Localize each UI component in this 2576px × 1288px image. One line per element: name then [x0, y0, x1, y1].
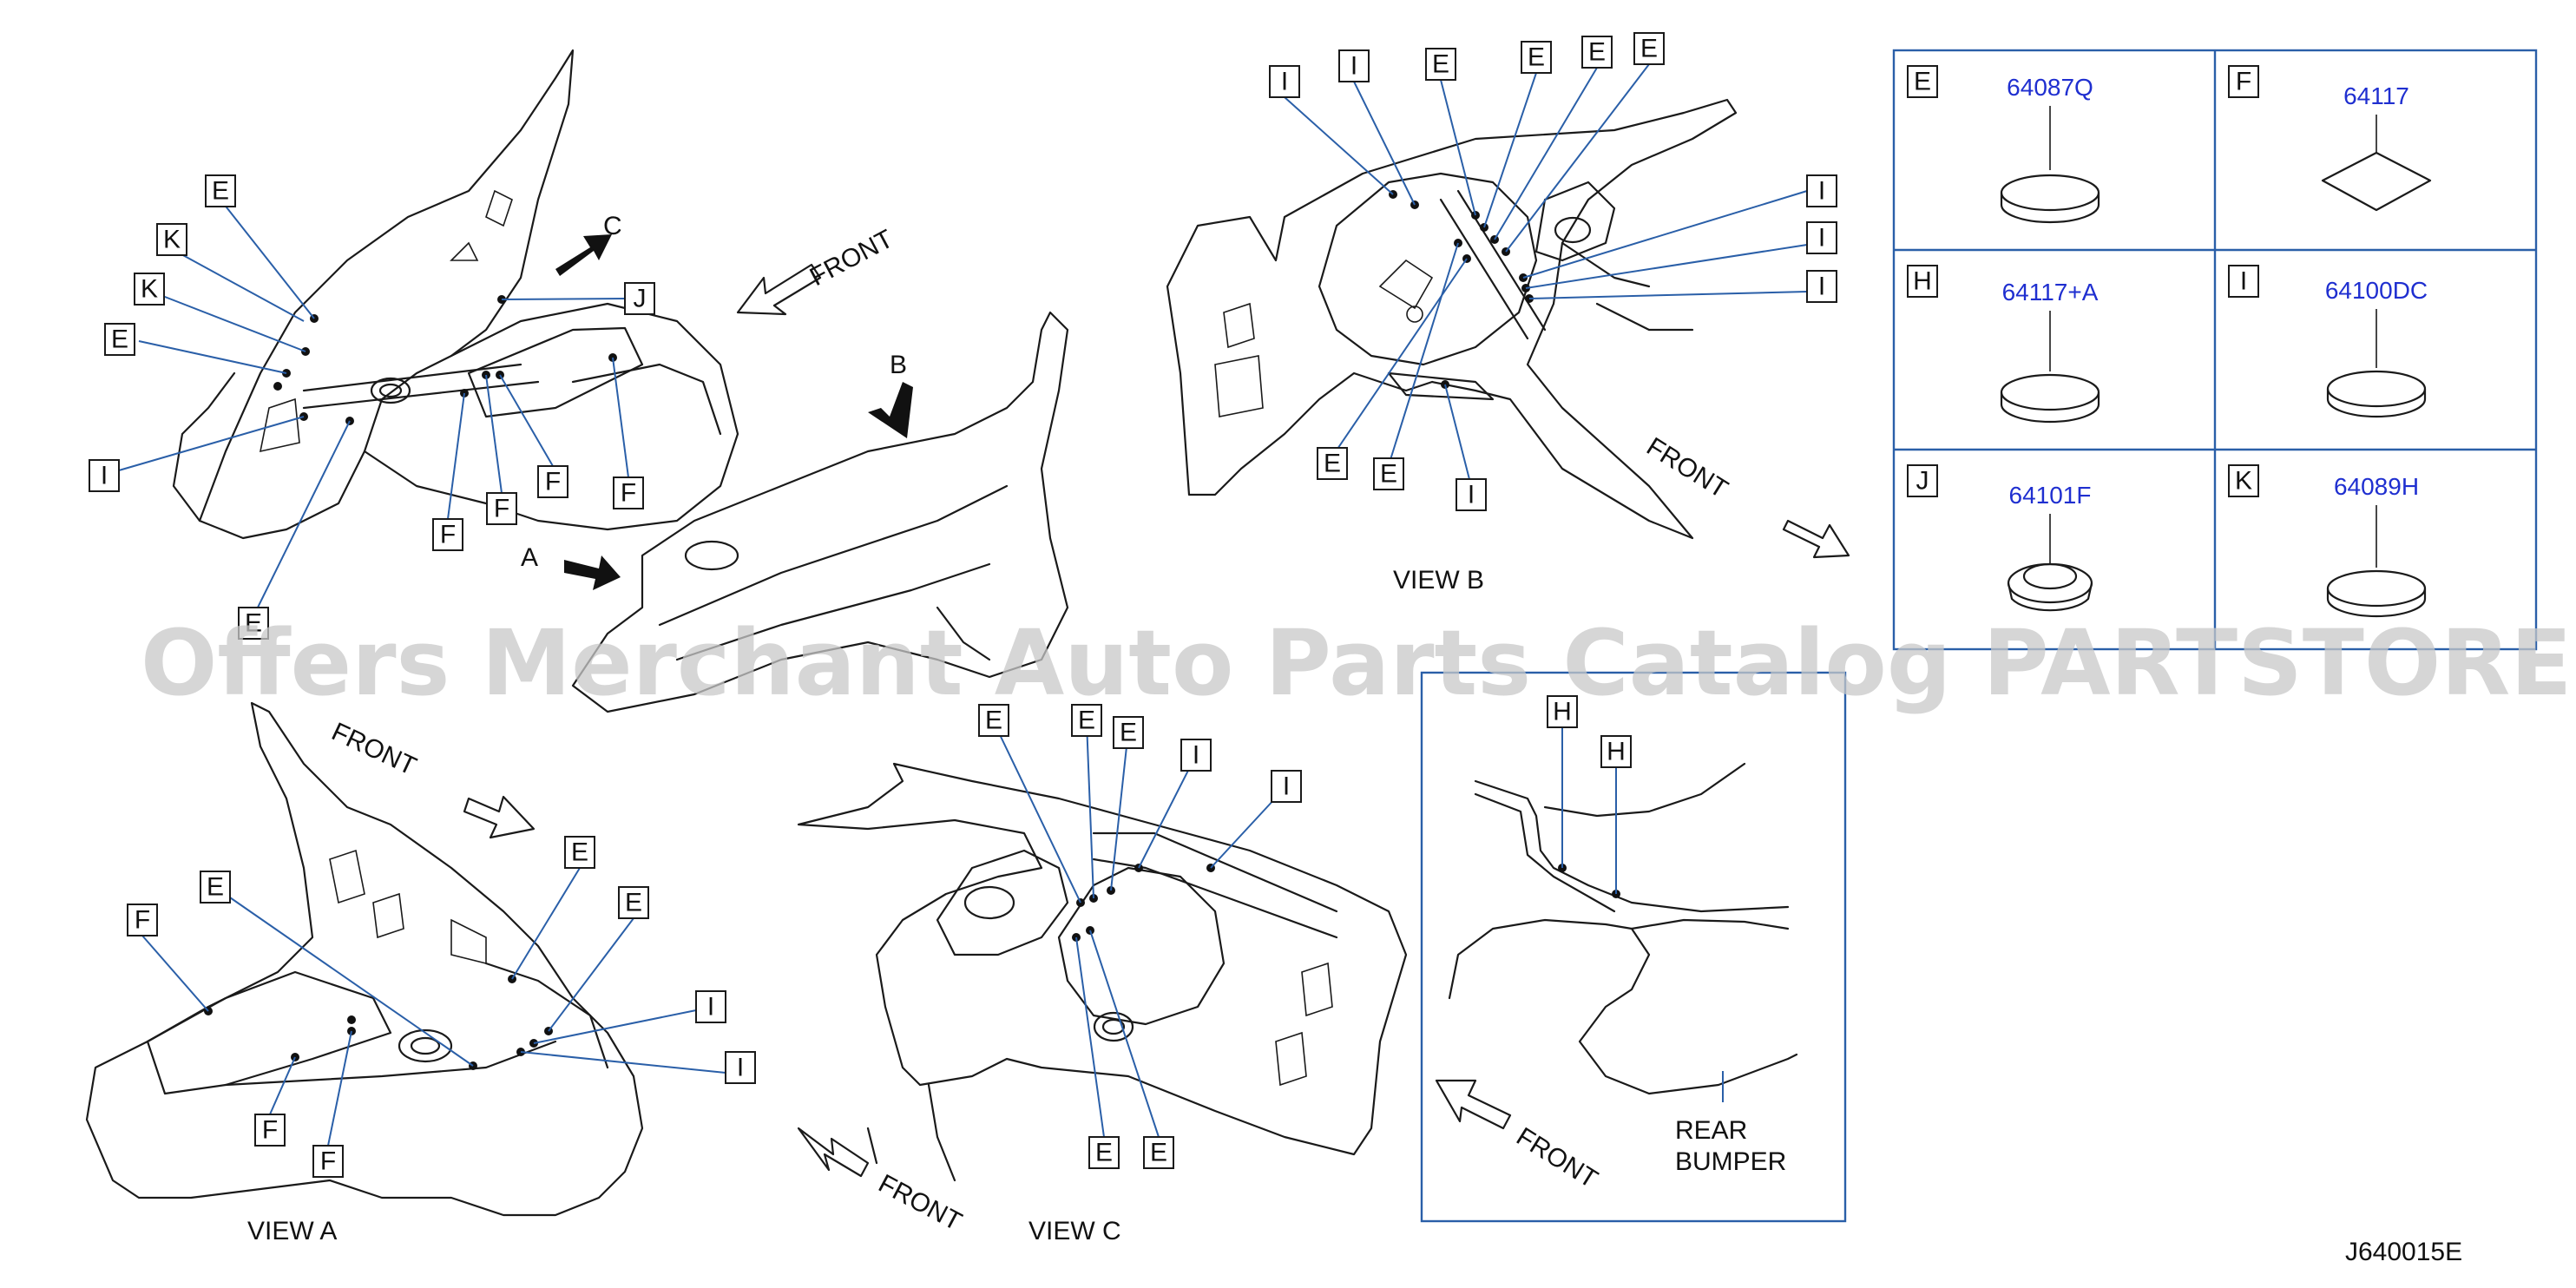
- legend-part-e: 64087Q: [2007, 74, 2093, 101]
- callout-i: I: [737, 1054, 744, 1082]
- rear-bumper-detail: H H REAR BUMPER FRONT: [1420, 671, 1847, 1223]
- callout-f: F: [621, 479, 636, 508]
- callout-i: I: [1193, 741, 1199, 770]
- callout-f: F: [494, 495, 509, 523]
- callout-f: F: [440, 521, 456, 549]
- callout-e: E: [1380, 460, 1397, 489]
- view-b: I I E E E E I I I E E I VIEW B FRONT: [1166, 32, 1850, 595]
- view-a-callouts: F E E E I I F F: [127, 836, 756, 1178]
- clip-64117a-icon: [2000, 373, 2100, 424]
- view-c-title: VIEW C: [1028, 1217, 1121, 1245]
- rear-bumper-label-2: BUMPER: [1675, 1147, 1786, 1176]
- legend-letter-k: K: [2235, 467, 2252, 496]
- legend-part-f: 64117: [2343, 82, 2409, 109]
- rear-bumper-label-1: REAR: [1675, 1116, 1747, 1145]
- front-arrow-icon: [1782, 519, 1850, 559]
- front-arrow-icon: [797, 1127, 870, 1178]
- legend-letter-i: I: [2240, 267, 2247, 296]
- view-c: E E E I I E E VIEW C FRONT: [797, 704, 1408, 1245]
- callout-e: E: [1120, 719, 1137, 747]
- callout-e: E: [111, 325, 128, 354]
- legend-letter-f: F: [2236, 68, 2251, 96]
- grommet-64101f-icon: [2007, 562, 2093, 612]
- view-c-callouts: E E E I I E E: [978, 704, 1302, 1169]
- watermark: Offers Merchant Auto Parts Catalog PARTS…: [141, 610, 2576, 716]
- callout-k: K: [141, 275, 158, 304]
- view-letter-b: B: [890, 351, 907, 379]
- clip-64100dc-icon: [2326, 370, 2427, 418]
- front-arrow-icon: [1435, 1079, 1512, 1130]
- clip-64089h-icon: [2326, 569, 2427, 618]
- front-arrow-icon: [736, 263, 822, 316]
- callout-f: F: [545, 468, 561, 496]
- callout-k: K: [163, 226, 181, 254]
- front-arrow-icon: [463, 795, 536, 839]
- legend-letter-j: J: [1916, 467, 1929, 496]
- callout-e: E: [1324, 450, 1341, 478]
- callout-e: E: [1150, 1139, 1167, 1167]
- callout-e: E: [1432, 50, 1449, 79]
- callout-e: E: [1528, 43, 1545, 72]
- callout-f: F: [320, 1147, 336, 1176]
- callout-e: E: [212, 177, 229, 206]
- front-label: FRONT: [874, 1169, 967, 1237]
- patch-64117-icon: [2321, 151, 2432, 212]
- callout-e: E: [1588, 38, 1606, 67]
- callout-i: I: [1281, 68, 1288, 96]
- callout-e: E: [245, 609, 262, 638]
- callout-i: I: [1818, 273, 1825, 301]
- legend-letter-e: E: [1914, 68, 1931, 96]
- callout-e: E: [571, 838, 588, 867]
- arrow-a-icon: [564, 555, 621, 590]
- callout-j: J: [634, 285, 647, 313]
- legend-part-h: 64117+A: [2002, 279, 2099, 306]
- callout-f: F: [135, 906, 150, 935]
- callout-i: I: [1468, 481, 1475, 509]
- callout-e: E: [207, 873, 224, 902]
- callout-h: H: [1607, 738, 1626, 766]
- clip-64087q-icon: [2000, 174, 2100, 224]
- callout-f: F: [262, 1116, 278, 1145]
- front-label: FRONT: [1511, 1122, 1602, 1194]
- callout-e: E: [625, 889, 642, 917]
- legend-letter-h: H: [1913, 267, 1932, 296]
- view-b-callouts: I I E E E E I I I E E I: [1269, 32, 1837, 511]
- callout-i: I: [707, 993, 714, 1022]
- callout-e: E: [1640, 35, 1658, 63]
- callout-i: I: [1818, 177, 1825, 206]
- view-letter-a: A: [521, 543, 538, 572]
- legend-part-i: 64100DC: [2325, 277, 2428, 304]
- front-label: FRONT: [327, 717, 421, 781]
- callout-e: E: [1095, 1139, 1113, 1167]
- parts-legend: E 64087Q F 64117 H 64117+A I 64100DC J 6…: [1892, 49, 2538, 651]
- arrow-c-icon: [555, 234, 612, 276]
- callout-i: I: [1350, 52, 1357, 81]
- legend-part-k: 64089H: [2334, 473, 2419, 500]
- callout-h: H: [1553, 698, 1572, 726]
- callout-i: I: [1283, 772, 1290, 801]
- callout-i: I: [1818, 224, 1825, 253]
- callout-i: I: [101, 462, 108, 490]
- view-b-title: VIEW B: [1393, 566, 1484, 595]
- view-a: F E E E I I F F VIEW A FRONT: [85, 701, 756, 1245]
- callout-e: E: [985, 706, 1002, 735]
- legend-part-j: 64101F: [2009, 482, 2092, 509]
- main-callouts: E K K E I E F F F F J: [89, 174, 655, 640]
- view-a-title: VIEW A: [247, 1217, 337, 1245]
- arrow-b-icon: [868, 382, 913, 438]
- front-label: FRONT: [805, 225, 898, 292]
- callout-e: E: [1078, 706, 1095, 735]
- diagram-id: J640015E: [2345, 1238, 2462, 1266]
- view-letter-c: C: [603, 212, 622, 240]
